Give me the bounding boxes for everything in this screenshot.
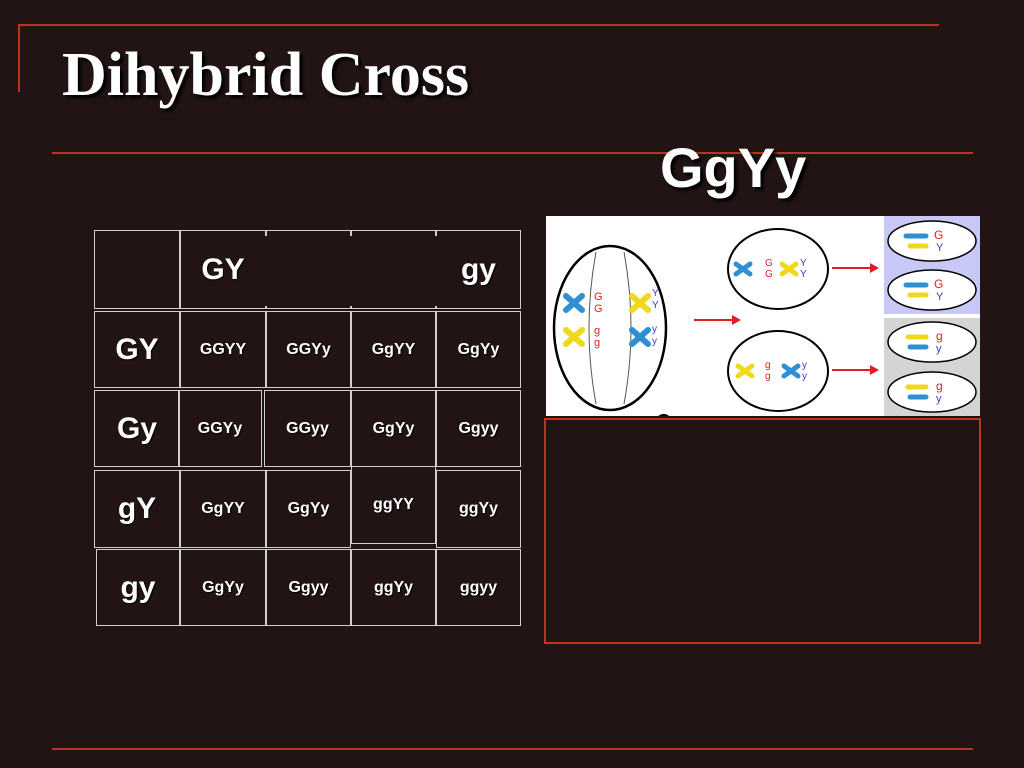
header-mask: [262, 236, 442, 306]
offspring-genotype-cell: GGyy: [264, 390, 351, 467]
column-header-gamete: gy: [436, 230, 521, 309]
allele-label: G: [594, 291, 603, 303]
offspring-genotype-cell: GgYy: [180, 549, 266, 626]
daughter-cell-lower: [727, 330, 829, 412]
gamete-cell: [887, 220, 977, 262]
allele-label: y: [936, 343, 942, 355]
bottom-rule: [52, 748, 973, 750]
row-header-gamete: GY: [94, 311, 180, 388]
allele-label: g: [594, 337, 600, 349]
offspring-genotype-cell: ggYy: [436, 470, 521, 548]
allele-label: y: [936, 393, 942, 405]
parent-genotype-label: GgYy: [660, 136, 807, 199]
chromosome-icon: [563, 293, 651, 347]
offspring-genotype-cell: ggYy: [351, 549, 436, 626]
allele-label: Y: [800, 258, 807, 269]
title-underline-rule: [52, 152, 973, 154]
allele-label: Y: [652, 288, 659, 299]
offspring-genotype-cell: Ggyy: [266, 549, 351, 626]
left-corner-rule: [18, 24, 20, 92]
offspring-genotype-cell: GgYY: [351, 311, 436, 388]
row-header-gamete: Gy: [94, 390, 180, 467]
allele-label: y: [802, 371, 807, 382]
allele-label: Y: [936, 242, 944, 254]
offspring-genotype-cell: ggyy: [436, 549, 521, 626]
allele-label: g: [594, 325, 600, 337]
offspring-genotype-cell: GgYy: [351, 390, 436, 467]
gamete-cell: [887, 321, 977, 363]
covered-panel: [544, 418, 981, 644]
column-header-gamete: GY: [180, 230, 266, 309]
row-header-gamete: gY: [94, 470, 180, 548]
offspring-genotype-cell: GgYy: [266, 470, 351, 548]
top-rule: [18, 24, 939, 26]
allele-label: Y: [800, 269, 807, 280]
offspring-genotype-cell: GgYY: [180, 470, 266, 548]
daughter-cell-upper: [727, 228, 829, 310]
allele-label: G: [934, 277, 943, 291]
slide-title: Dihybrid Cross: [62, 41, 470, 109]
allele-label: y: [802, 360, 807, 371]
allele-label: g: [936, 379, 943, 393]
offspring-genotype-cell: GgYy: [436, 311, 521, 388]
allele-label: Or: [656, 411, 680, 416]
allele-label: G: [594, 303, 603, 315]
offspring-genotype-cell: Ggyy: [436, 390, 521, 467]
offspring-genotype-cell: GGYY: [180, 311, 266, 388]
allele-label: g: [765, 360, 771, 371]
allele-label: g: [765, 371, 771, 382]
gamete-cell: [887, 371, 977, 413]
allele-label: Y: [652, 300, 659, 311]
allele-label: g: [936, 329, 943, 343]
allele-label: G: [765, 269, 773, 280]
offspring-genotype-cell: ggYY: [351, 466, 436, 544]
offspring-genotype-cell: GGYy: [266, 311, 351, 388]
allele-label: y: [652, 324, 657, 335]
allele-label: y: [652, 336, 657, 347]
parent-cell: [552, 244, 668, 412]
offspring-genotype-cell: GGYy: [178, 390, 262, 467]
corner-cell: [94, 230, 180, 309]
allele-label: G: [765, 258, 773, 269]
gamete-cell: [887, 269, 977, 311]
meiosis-illustration: G G g g Y Y y y G G Y Y g g y y G Y G Y …: [546, 216, 980, 416]
row-header-gamete: gy: [96, 549, 180, 626]
allele-label: Y: [936, 291, 944, 303]
allele-label: G: [934, 228, 943, 242]
